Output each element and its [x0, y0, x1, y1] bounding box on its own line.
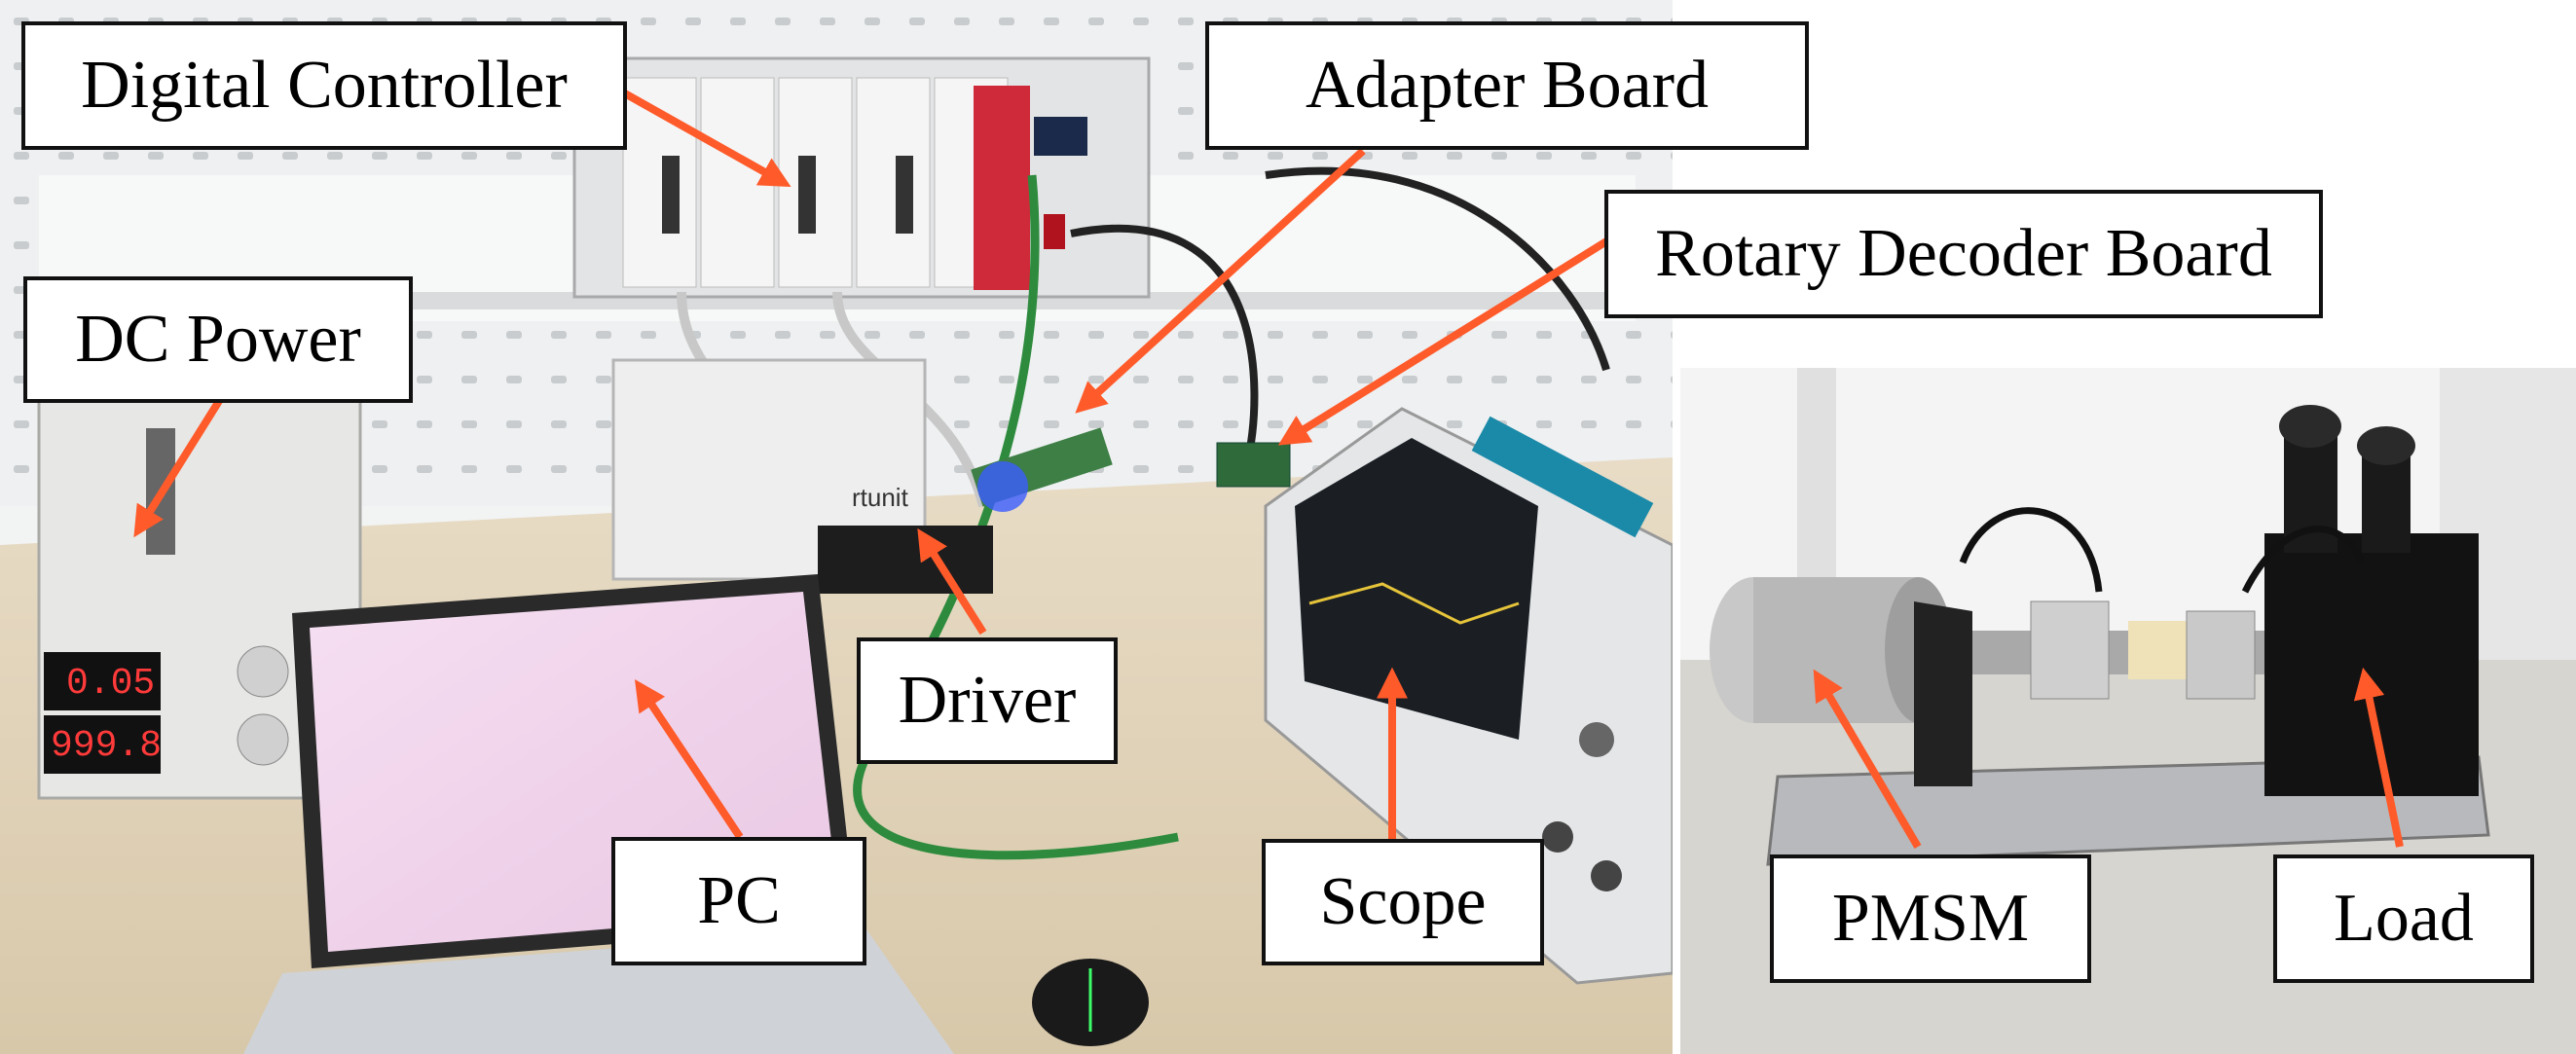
- driver-brand-text: rtunit: [852, 483, 909, 512]
- driver-unit: rtunit: [611, 358, 993, 594]
- label-pmsm: PMSM: [1770, 854, 2091, 983]
- power-display-top: 0.05: [66, 663, 155, 705]
- label-pc: PC: [611, 837, 866, 965]
- label-rotary-decoder-board: Rotary Decoder Board: [1604, 190, 2323, 318]
- power-display-bottom: 999.8: [51, 725, 162, 767]
- controller-rack: [572, 56, 1151, 299]
- label-driver: Driver: [857, 637, 1118, 764]
- oscilloscope: [1264, 407, 1673, 985]
- label-load: Load: [2273, 854, 2534, 983]
- label-dc-power: DC Power: [23, 276, 413, 403]
- label-digital-controller: Digital Controller: [21, 21, 627, 150]
- label-adapter-board: Adapter Board: [1205, 21, 1809, 150]
- label-scope: Scope: [1262, 839, 1544, 965]
